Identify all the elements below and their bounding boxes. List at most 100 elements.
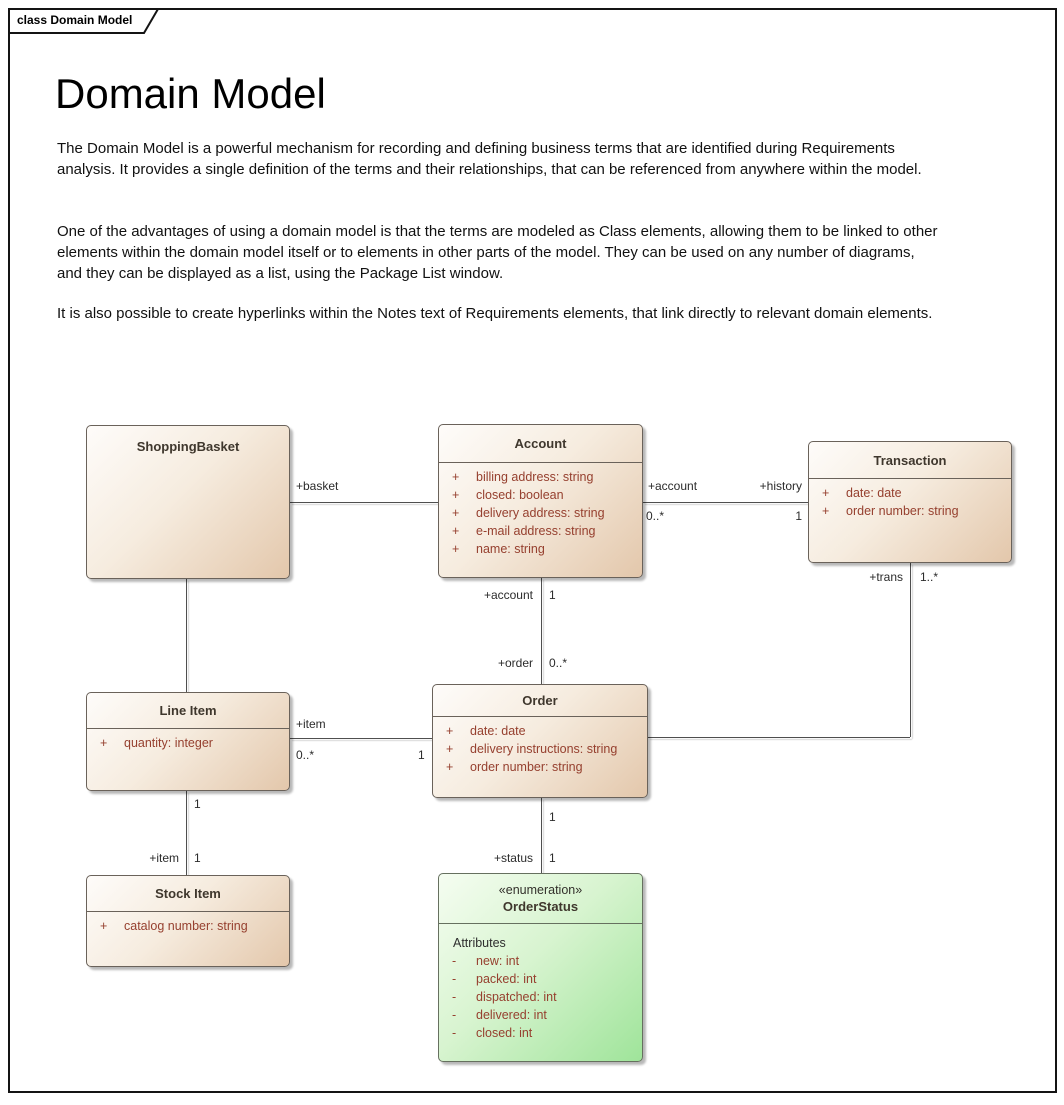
visibility-sign: +	[446, 760, 454, 774]
class-name: Order	[433, 685, 647, 717]
multiplicity-label: 1..*	[920, 570, 939, 584]
visibility-sign: -	[452, 972, 457, 986]
role-label: +item	[149, 851, 179, 865]
connector-shoppingbasket-lineitem[interactable]	[186, 579, 187, 692]
attribute: - delivered: int	[439, 1006, 642, 1024]
attribute: + name: string	[439, 540, 642, 558]
class-name: Account	[439, 425, 642, 463]
attribute: + quantity: integer	[87, 734, 289, 752]
attribute-text: closed: boolean	[476, 488, 564, 502]
visibility-sign: +	[452, 506, 460, 520]
visibility-sign: +	[822, 486, 830, 500]
role-label: +trans	[869, 570, 903, 584]
visibility-sign: +	[100, 736, 108, 750]
multiplicity-label: 1	[194, 851, 201, 865]
attribute: + order number: string	[809, 502, 1011, 520]
attribute: + date: date	[809, 484, 1011, 502]
connector-lineitem-stockitem[interactable]	[186, 791, 187, 875]
class-transaction[interactable]: Transaction + date: date + order number: s…	[808, 441, 1012, 563]
stereotype-label: «enumeration»	[498, 883, 583, 897]
multiplicity-label: 1	[549, 810, 556, 824]
enumeration-orderstatus[interactable]: «enumeration» OrderStatus Attributes - ne…	[438, 873, 643, 1062]
class-name: OrderStatus	[502, 899, 579, 914]
visibility-sign: +	[100, 919, 108, 933]
connector-transaction-order-vertical[interactable]	[910, 563, 911, 737]
class-name: Line Item	[87, 693, 289, 729]
visibility-sign: -	[452, 990, 457, 1004]
visibility-sign: +	[452, 470, 460, 484]
attribute-text: delivery address: string	[476, 506, 605, 520]
attribute-text: date: date	[846, 486, 902, 500]
attribute: + billing address: string	[439, 468, 642, 486]
multiplicity-label: 0..*	[296, 748, 315, 762]
visibility-sign: -	[452, 1008, 457, 1022]
attribute: + e-mail address: string	[439, 522, 642, 540]
attribute: - packed: int	[439, 970, 642, 988]
role-label: +history	[759, 479, 802, 493]
multiplicity-label: 1	[194, 797, 201, 811]
class-order[interactable]: Order + date: date + delivery instructions…	[432, 684, 648, 798]
multiplicity-label: 1	[795, 509, 802, 523]
connector-lineitem-order[interactable]	[290, 738, 432, 739]
attribute: + closed: boolean	[439, 486, 642, 504]
attribute-text: delivered: int	[476, 1008, 547, 1022]
visibility-sign: -	[452, 954, 457, 968]
attribute-text: quantity: integer	[124, 736, 213, 750]
attribute-text: dispatched: int	[476, 990, 557, 1004]
attribute-text: new: int	[476, 954, 520, 968]
attribute-text: delivery instructions: string	[470, 742, 618, 756]
class-name: ShoppingBasket	[136, 438, 240, 454]
attribute-text: closed: int	[476, 1026, 533, 1040]
paragraph-1: The Domain Model is a powerful mechanism…	[57, 140, 922, 178]
connector-transaction-order-horizontal[interactable]	[648, 737, 910, 738]
attribute: - new: int	[439, 952, 642, 970]
visibility-sign: -	[452, 1026, 457, 1040]
role-label: +account	[648, 479, 698, 493]
class-lineitem[interactable]: Line Item + quantity: integer	[86, 692, 290, 791]
class-shoppingbasket[interactable]: ShoppingBasket	[86, 425, 290, 579]
role-label: +account	[483, 588, 533, 602]
multiplicity-label: 1	[549, 588, 556, 602]
class-name: Transaction	[809, 442, 1011, 479]
frame-label: class Domain Model	[17, 13, 133, 27]
visibility-sign: +	[822, 504, 830, 518]
attribute-text: billing address: string	[476, 470, 594, 484]
attribute: + delivery address: string	[439, 504, 642, 522]
attribute-text: catalog number: string	[124, 919, 248, 933]
connector-shoppingbasket-account[interactable]	[290, 502, 438, 503]
visibility-sign: +	[452, 524, 460, 538]
connector-account-order[interactable]	[541, 578, 542, 684]
attribute-text: date: date	[470, 724, 526, 738]
multiplicity-label: 1	[549, 851, 556, 865]
class-name: Stock Item	[87, 876, 289, 912]
attribute-text: e-mail address: string	[476, 524, 596, 538]
page-title: Domain Model	[55, 70, 326, 117]
diagram-frame-tab	[8, 8, 160, 34]
multiplicity-label: 0..*	[549, 656, 568, 670]
attribute-text: name: string	[476, 542, 545, 556]
visibility-sign: +	[446, 724, 454, 738]
connector-order-orderstatus[interactable]	[541, 798, 542, 873]
attribute: + date: date	[433, 722, 647, 740]
attributes-section-label: Attributes	[453, 936, 506, 950]
visibility-sign: +	[452, 542, 460, 556]
attribute: - dispatched: int	[439, 988, 642, 1006]
paragraph-3: It is also possible to create hyperlinks…	[57, 305, 933, 322]
attribute: + order number: string	[433, 758, 647, 776]
role-label: +order	[497, 656, 533, 670]
multiplicity-label: 1	[418, 748, 425, 762]
role-label: +item	[296, 717, 326, 731]
visibility-sign: +	[452, 488, 460, 502]
connector-account-transaction[interactable]	[643, 502, 808, 503]
attribute-text: order number: string	[470, 760, 583, 774]
visibility-sign: +	[446, 742, 454, 756]
attribute-text: order number: string	[846, 504, 959, 518]
attribute-text: packed: int	[476, 972, 537, 986]
class-account[interactable]: Account + billing address: string + closed…	[438, 424, 643, 578]
multiplicity-label: 0..*	[646, 509, 665, 523]
class-stockitem[interactable]: Stock Item + catalog number: string	[86, 875, 290, 967]
attribute: + delivery instructions: string	[433, 740, 647, 758]
attribute: + catalog number: string	[87, 917, 289, 935]
role-label: +basket	[296, 479, 339, 493]
